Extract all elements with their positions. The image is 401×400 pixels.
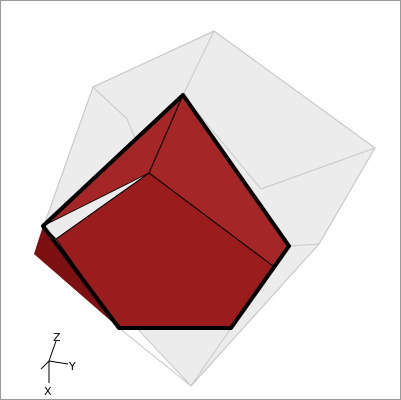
z-axis-line: [48, 340, 57, 362]
cut-solid-silhouette: [41, 93, 291, 330]
x-axis-line: [40, 360, 50, 370]
z-axis-label: Z: [53, 331, 61, 344]
axis-triad: Z Y X: [40, 331, 76, 398]
cut-solid: [34, 93, 291, 330]
x-axis-label: X: [44, 385, 52, 398]
y-axis-label: Y: [68, 360, 76, 373]
y-axis-line: [48, 360, 69, 365]
